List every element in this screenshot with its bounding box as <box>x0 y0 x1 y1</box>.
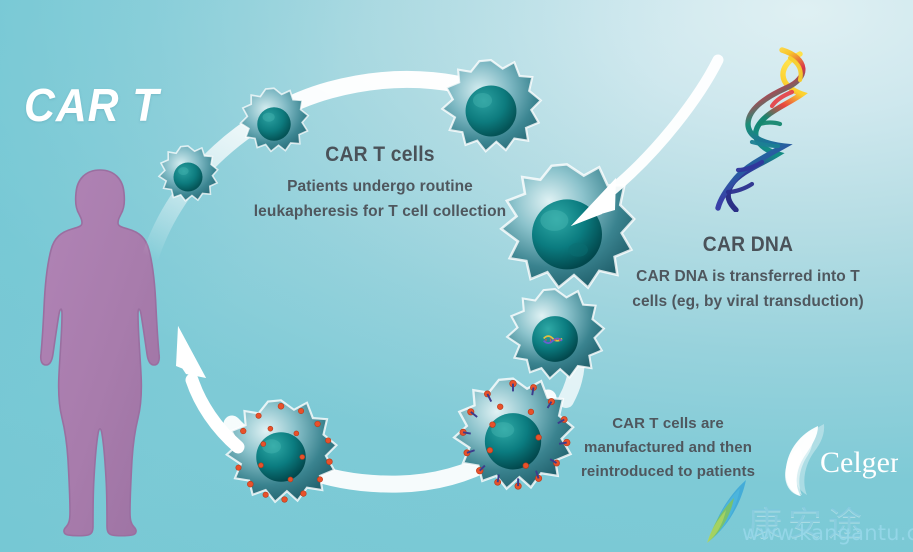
section-car-t-cells: CAR T cells Patients undergo routine leu… <box>249 143 511 224</box>
celgene-logo: Celgene <box>774 424 913 498</box>
car-t-cell-bottom-right <box>449 376 577 504</box>
page-title: CAR T <box>24 79 160 131</box>
section-car-dna: CAR DNA CAR DNA is transferred into T ce… <box>620 233 876 314</box>
car-t-cells-heading: CAR T cells <box>325 143 435 166</box>
manufacture-body: CAR T cells are manufactured and then re… <box>580 415 756 480</box>
watermark-url: www.kangantu.com <box>742 521 913 545</box>
celgene-wordmark: Celgene <box>820 446 898 479</box>
t-cell-large-center <box>497 163 637 303</box>
car-t-cell-bottom-left <box>222 398 340 516</box>
watermark-chinese: 康安途 <box>748 504 868 544</box>
t-cell-small-1 <box>155 144 221 210</box>
kangantu-leaf-icon <box>700 478 780 548</box>
car-dna-body: CAR DNA is transferred into T cells (eg,… <box>632 268 864 311</box>
celgene-mark <box>785 424 825 496</box>
car-dna-heading: CAR DNA <box>702 233 794 256</box>
car-t-cells-body: Patients undergo routine leukapheresis f… <box>253 178 507 221</box>
dna-helix-icon <box>690 42 822 213</box>
patient-silhouette <box>36 168 162 540</box>
section-manufacture: CAR T cells are manufactured and then re… <box>578 412 758 484</box>
